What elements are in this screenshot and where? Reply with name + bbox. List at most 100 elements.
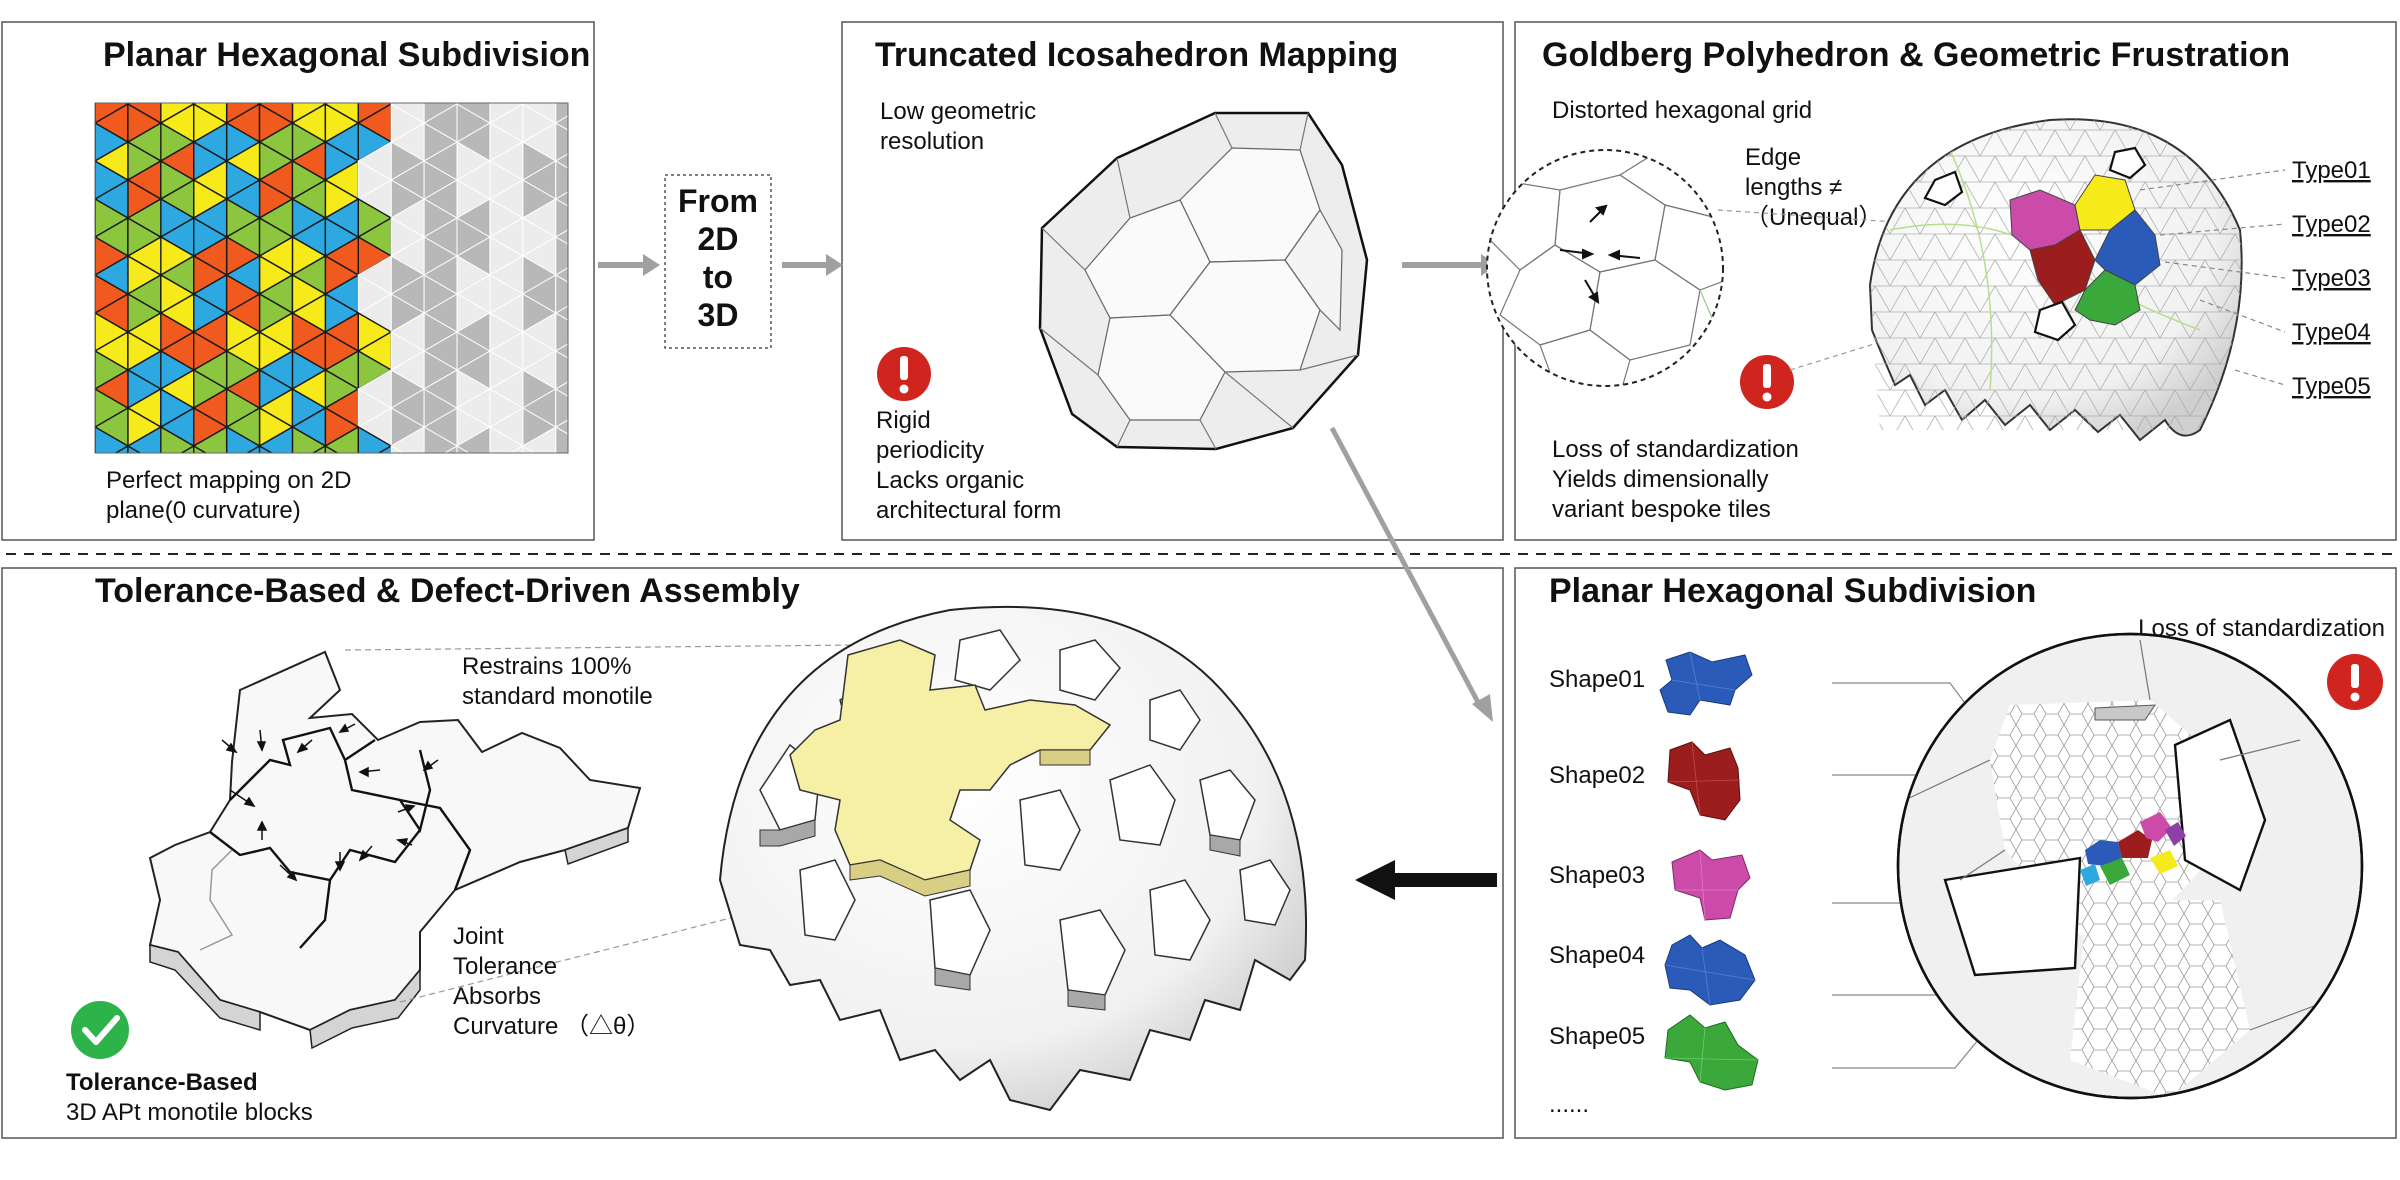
tile-sector: [95, 426, 97, 428]
tile-sector: [114, 444, 129, 453]
from-box-line-2: 2D: [698, 221, 739, 257]
tile-sector: [323, 103, 359, 125]
tile-sector: [490, 465, 523, 503]
tile-sector: [29, 218, 62, 256]
tile-sector: [95, 387, 96, 429]
tile-sector: [654, 47, 687, 85]
tile-sector: [622, 123, 655, 161]
tile-sector: [390, 312, 425, 352]
tile-sector: [29, 294, 62, 332]
tile-sector: [225, 254, 261, 296]
tile-sector: [62, 446, 95, 484]
tile-sector: [423, 141, 458, 181]
tile-sector: [654, 370, 687, 408]
tile-sector: [95, 235, 96, 277]
tile-sector: [622, 85, 655, 123]
tile-sector: [554, 267, 568, 283]
tile-sector: [523, 465, 556, 503]
distorted-grid-circle: [1486, 149, 1724, 387]
panel-4-title: Tolerance-Based & Defect-Driven Assembly: [95, 572, 800, 610]
tile-sector: [0, 465, 29, 503]
tile-sector: [654, 66, 687, 104]
type04-label: Type04: [2292, 319, 2371, 346]
tile-sector: [95, 273, 96, 315]
shape02-tile: [1667, 741, 1741, 821]
tile-sector: [29, 85, 62, 123]
arrow-right-icon: [782, 254, 843, 276]
tile-sector: [554, 343, 568, 359]
tile-sector: [95, 140, 129, 182]
tile-sector: [455, 103, 491, 124]
tile-sector: [246, 444, 261, 453]
panel-1-border: [1, 21, 595, 541]
panel-2-note-line-1: Low geometric: [880, 98, 1036, 125]
tile-sector: [622, 427, 655, 465]
tile-sector: [390, 198, 425, 238]
panel-5-loss-label: Loss of standardization: [2138, 615, 2385, 642]
tile-sector: [521, 312, 557, 352]
tile-sector: [377, 444, 392, 453]
truncated-icosahedron: [1038, 111, 1369, 451]
panel-1-caption-line-1: Perfect mapping on 2D: [106, 467, 351, 494]
tile-sector: [29, 351, 62, 389]
tile-sector: [555, 103, 568, 124]
tile-sector: [555, 426, 568, 453]
tile-sector: [29, 370, 62, 408]
tile-sector: [654, 408, 687, 446]
tile-sector: [159, 368, 195, 410]
tile-sector: [0, 104, 29, 142]
tile-sector: [95, 274, 97, 276]
tile-sector: [622, 28, 655, 66]
tile-sector: [0, 237, 29, 275]
tile-sector: [311, 444, 327, 453]
tile-sector: [556, 465, 589, 503]
tile-sector: [622, 104, 655, 142]
arrow-diagonal-icon: [1329, 426, 1493, 722]
edge-label-line-3: （Unequal）: [1745, 204, 1882, 231]
edge-label-line-2: lengths ≠: [1745, 174, 1842, 201]
tile-sector: [291, 140, 327, 182]
arrow-right-icon: [598, 254, 660, 276]
tile-sector: [29, 237, 62, 275]
tile-sector: [521, 198, 557, 238]
tile-sector: [488, 369, 524, 409]
tile-sector: [357, 255, 392, 295]
joint-line-2: Tolerance: [453, 953, 557, 980]
tile-sector: [654, 28, 687, 66]
tile-sector: [29, 446, 62, 484]
tile-sector: [126, 197, 162, 239]
tile-sector: [95, 350, 97, 352]
type03-label: Type03: [2292, 265, 2371, 292]
tile-sector: [0, 446, 29, 484]
tile-sector: [95, 311, 96, 353]
tile-sector: [390, 426, 425, 453]
tile-sector: [554, 305, 568, 321]
tile-sector: [29, 28, 62, 66]
panel-5-border: [1514, 567, 2397, 1139]
tile-sector: [0, 313, 29, 351]
shape03-tile: [1671, 849, 1751, 921]
tile-sector: [29, 66, 62, 104]
type01-label: Type01: [2292, 157, 2371, 184]
restrains-line-2: standard monotile: [462, 683, 653, 710]
tile-sector: [29, 199, 62, 237]
panel-2-warn-line-4: architectural form: [876, 497, 1061, 524]
tile-sector: [126, 311, 162, 353]
tile-sector: [62, 465, 95, 503]
tile-sector: [455, 426, 491, 453]
tile-sector: [95, 160, 97, 162]
tile-sector: [521, 103, 557, 124]
tile-sector: [95, 388, 97, 390]
tile-sector: [159, 140, 195, 182]
tile-sector: [159, 254, 195, 296]
panel-2-warn-line-3: Lacks organic: [876, 467, 1024, 494]
tile-sector: [654, 389, 687, 427]
tile-sector: [95, 198, 97, 200]
tile-sector: [390, 103, 425, 124]
tile-sector: [0, 427, 29, 465]
shape01-tile: [1659, 651, 1753, 716]
tile-sector: [457, 465, 490, 503]
monotile-assembly: [148, 650, 642, 1050]
tile-sector: [29, 313, 62, 351]
tile-sector: [455, 198, 491, 238]
